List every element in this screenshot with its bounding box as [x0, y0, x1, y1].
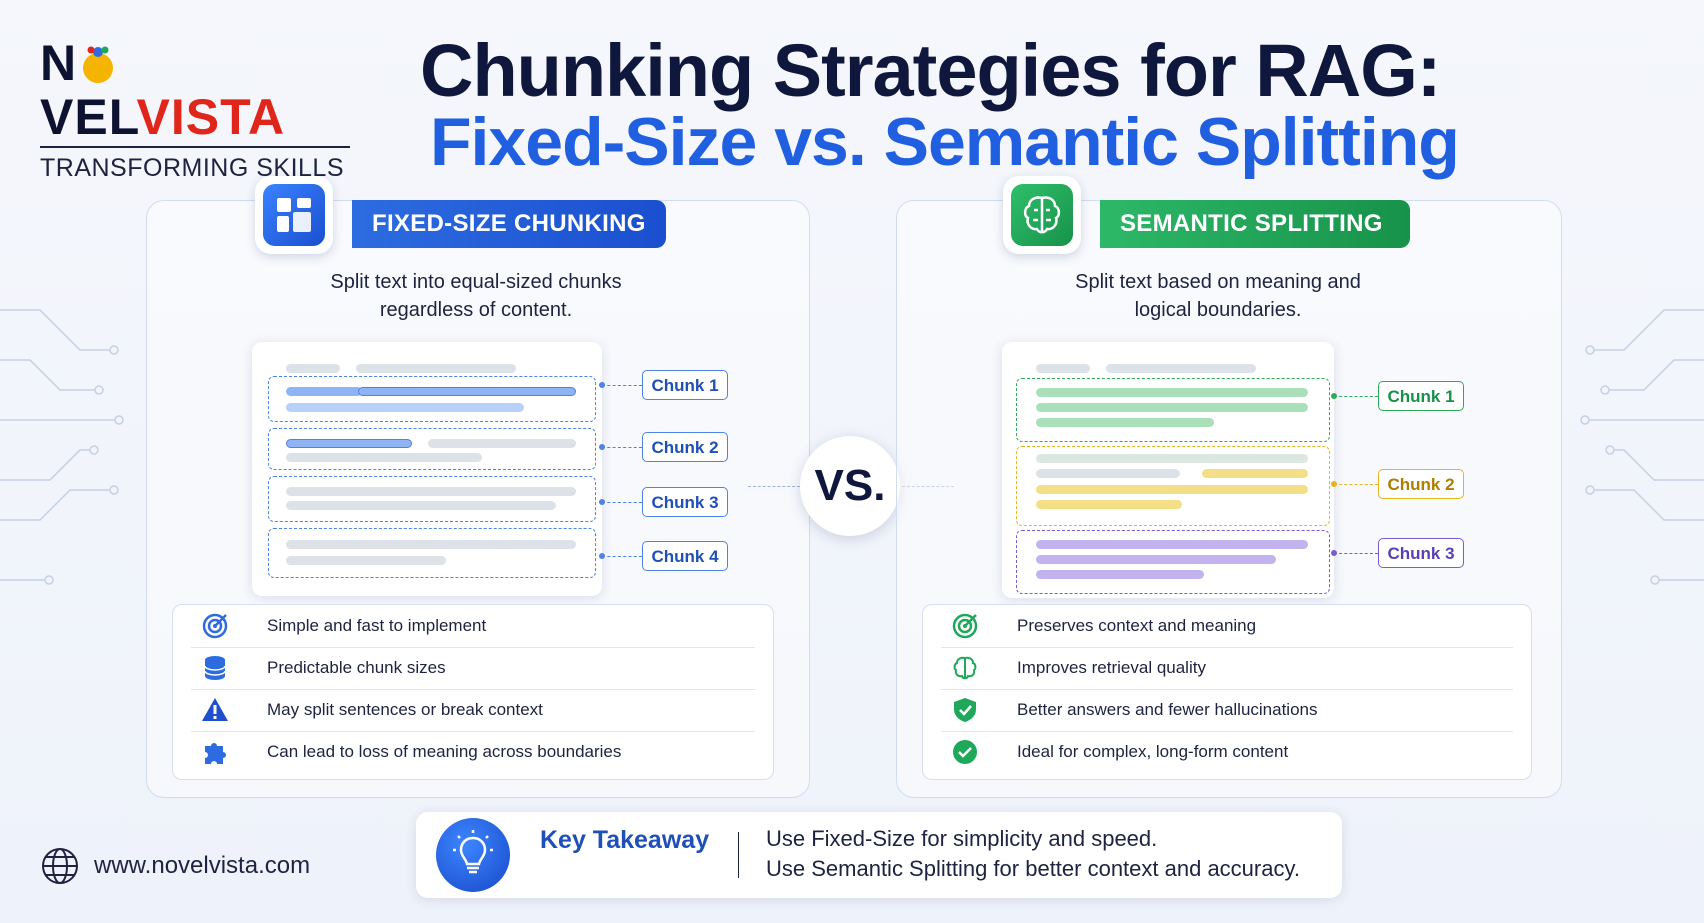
- semantic-point-text: Improves retrieval quality: [1017, 658, 1206, 677]
- fixed-chunk-label-2: Chunk 2: [642, 432, 728, 462]
- fixed-chunk-box-4: [268, 528, 596, 578]
- list-item: Improves retrieval quality: [941, 647, 1513, 690]
- semantic-document: [1002, 342, 1334, 598]
- sun-logo-icon: [83, 46, 114, 83]
- fixed-size-points-list: Simple and fast to implement Predictable…: [172, 604, 774, 780]
- list-item: Simple and fast to implement: [191, 605, 755, 648]
- key-takeaway-line1: Use Fixed-Size for simplicity and speed.: [766, 826, 1158, 851]
- warning-icon: [202, 698, 228, 721]
- semantic-point-text: Ideal for complex, long-form content: [1017, 742, 1289, 761]
- fixed-chunk-box-2: [268, 428, 596, 470]
- divider: [738, 832, 739, 878]
- semantic-description: Split text based on meaning and logical …: [1008, 268, 1428, 324]
- fixed-point-text: May split sentences or break context: [267, 700, 543, 719]
- fixed-size-description: Split text into equal-sized chunks regar…: [266, 268, 686, 324]
- lightbulb-icon: [436, 818, 510, 892]
- fixed-chunk-label-3: Chunk 3: [642, 487, 728, 517]
- fixed-chunk-label-4: Chunk 4: [642, 541, 728, 571]
- fixed-chunk-box-1: [268, 376, 596, 422]
- brain-icon: [1003, 176, 1081, 254]
- semantic-heading: SEMANTIC SPLITTING: [1100, 200, 1410, 248]
- semantic-chunk-label-3: Chunk 3: [1378, 538, 1464, 568]
- semantic-points-list: Preserves context and meaning Improves r…: [922, 604, 1532, 780]
- semantic-chunk-box-1: [1016, 378, 1330, 442]
- fixed-point-text: Simple and fast to implement: [267, 616, 487, 635]
- fixed-size-heading: FIXED-SIZE CHUNKING: [352, 200, 666, 248]
- semantic-chunk-label-2: Chunk 2: [1378, 469, 1464, 499]
- fixed-chunk-box-3: [268, 476, 596, 522]
- list-item: Ideal for complex, long-form content: [941, 731, 1513, 773]
- vs-badge: VS.: [800, 436, 900, 536]
- list-item: Better answers and fewer hallucinations: [941, 689, 1513, 732]
- brand-name-mid: VEL: [40, 89, 137, 145]
- globe-icon: [42, 848, 78, 884]
- semantic-chunk-box-2: [1016, 446, 1330, 526]
- page-title: Chunking Strategies for RAG:: [420, 29, 1441, 112]
- target-icon: [952, 613, 978, 639]
- key-takeaway-card: Key Takeaway Use Fixed-Size for simplici…: [416, 812, 1342, 898]
- fixed-size-description-line2: regardless of content.: [379, 299, 573, 321]
- grid-icon: [255, 176, 333, 254]
- circuit-decoration-right: [1580, 309, 1704, 585]
- semantic-description-line1: Split text based on meaning and: [1075, 271, 1361, 293]
- key-takeaway-line2: Use Semantic Splitting for better contex…: [766, 856, 1300, 881]
- check-circle-icon: [953, 740, 977, 764]
- list-item: May split sentences or break context: [191, 689, 755, 732]
- brain-icon: [953, 656, 977, 680]
- circuit-decoration-left: [0, 309, 124, 585]
- fixed-size-description-line1: Split text into equal-sized chunks: [330, 271, 622, 293]
- semantic-chunk-label-1: Chunk 1: [1378, 381, 1464, 411]
- fixed-chunk-label-1: Chunk 1: [642, 370, 728, 400]
- fixed-size-document: [252, 342, 602, 596]
- brand-name-suffix: VISTA: [136, 89, 286, 145]
- list-item: Preserves context and meaning: [941, 605, 1513, 648]
- semantic-chunk-box-3: [1016, 530, 1330, 594]
- semantic-description-line2: logical boundaries.: [1134, 299, 1302, 321]
- shield-check-icon: [954, 698, 976, 722]
- key-takeaway-title: Key Takeaway: [540, 826, 710, 854]
- target-icon: [202, 613, 228, 639]
- database-icon: [204, 656, 226, 680]
- list-item: Can lead to loss of meaning across bound…: [191, 731, 755, 773]
- fixed-point-text: Can lead to loss of meaning across bound…: [267, 742, 622, 761]
- puzzle-icon: [205, 743, 226, 764]
- page-subtitle: Fixed-Size vs. Semantic Splitting: [430, 104, 1460, 180]
- website-url: www.novelvista.com: [94, 852, 311, 879]
- fixed-point-text: Predictable chunk sizes: [267, 658, 446, 677]
- semantic-point-text: Preserves context and meaning: [1017, 616, 1257, 635]
- brand-name-prefix: N: [40, 35, 78, 91]
- semantic-point-text: Better answers and fewer hallucinations: [1017, 700, 1318, 719]
- brand-logo: NVELVISTA TRANSFORMING SKILLS: [40, 35, 360, 182]
- list-item: Predictable chunk sizes: [191, 647, 755, 690]
